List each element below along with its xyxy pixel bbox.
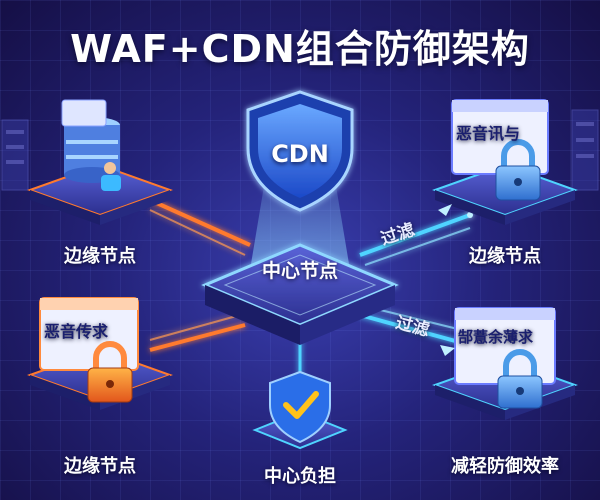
label-bottom-right: 减轻防御效率 bbox=[451, 456, 559, 477]
server-rack-right bbox=[571, 109, 599, 191]
link-bottom-left bbox=[149, 323, 246, 352]
node-top-left bbox=[27, 99, 173, 225]
label-top-left: 边缘节点 bbox=[64, 246, 136, 267]
alert-card bbox=[454, 307, 556, 385]
node-bottom-left bbox=[27, 297, 173, 410]
user-icon bbox=[101, 162, 121, 191]
alert-card-text-bottom-left: 恶音传求 bbox=[44, 322, 109, 341]
label-center: 中心节点 bbox=[261, 260, 339, 282]
alert-card-text-bottom-right: 郜薏余薄求 bbox=[458, 328, 534, 346]
node-bottom-right bbox=[432, 307, 578, 420]
filter-arrow-lower bbox=[440, 345, 455, 356]
central-hub bbox=[201, 243, 399, 345]
label-top-right: 边缘节点 bbox=[469, 246, 541, 267]
cdn-shield-text: CDN bbox=[271, 140, 329, 168]
connection-lines bbox=[149, 198, 473, 380]
cdn-shield-icon bbox=[246, 90, 354, 212]
label-bottom-left: 边缘节点 bbox=[64, 456, 136, 477]
label-bottom-center: 中心负担 bbox=[264, 466, 336, 487]
padlock-icon bbox=[495, 139, 541, 201]
alert-card-text-top-right: 恶音讯与 bbox=[456, 124, 521, 143]
node-top-right bbox=[432, 99, 578, 225]
server-rack-left bbox=[1, 119, 29, 191]
link-top-right bbox=[359, 213, 471, 257]
padlock-icon bbox=[497, 349, 543, 409]
page-title: WAF+CDN组合防御架构 bbox=[70, 27, 530, 71]
link-bottom-right bbox=[359, 313, 471, 347]
padlock-icon bbox=[87, 341, 133, 403]
check-shield-icon bbox=[252, 370, 348, 450]
filter-arrow-upper bbox=[438, 204, 452, 216]
link-top-left bbox=[149, 198, 251, 247]
